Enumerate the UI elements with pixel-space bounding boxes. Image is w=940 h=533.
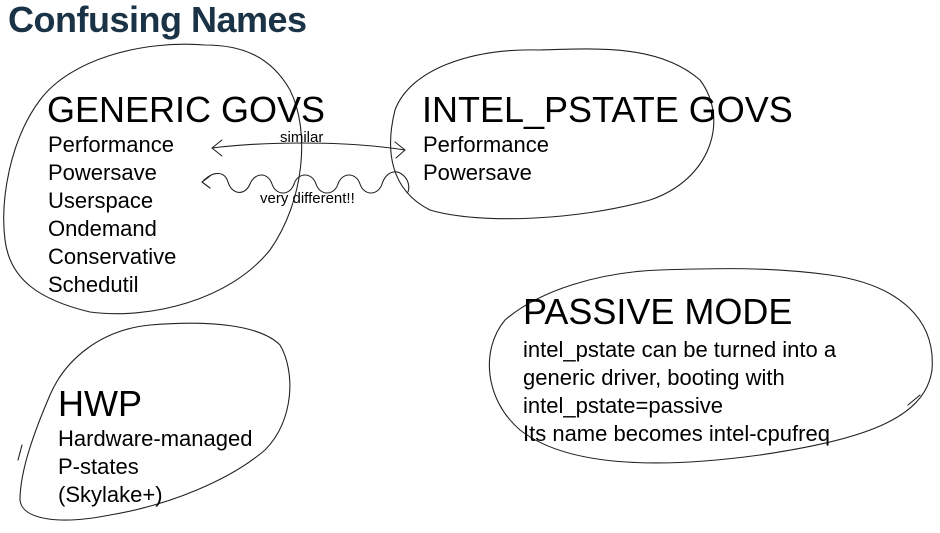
intel-govs-list: Performance Powersave bbox=[423, 131, 549, 187]
text-line: P-states bbox=[58, 454, 139, 479]
text-line: intel_pstate can be turned into a bbox=[523, 337, 837, 362]
text-line: intel_pstate=passive bbox=[523, 393, 723, 418]
list-item: Powersave bbox=[48, 160, 157, 185]
different-wavy-line bbox=[203, 171, 410, 194]
generic-govs-heading: GENERIC GOVS bbox=[47, 89, 326, 130]
hwp-loop bbox=[17, 322, 291, 521]
text-line: (Skylake+) bbox=[58, 482, 163, 507]
list-item: Performance bbox=[423, 132, 549, 157]
generic-govs-list: Performance Powersave Userspace Ondemand… bbox=[48, 131, 176, 299]
list-item: Userspace bbox=[48, 188, 154, 213]
text-line: Hardware-managed bbox=[58, 426, 253, 451]
hwp-text: Hardware-managed P-states (Skylake+) bbox=[58, 425, 252, 509]
passive-mode-loop bbox=[488, 268, 933, 464]
hwp-heading: HWP bbox=[58, 383, 142, 424]
intel-govs-heading: INTEL_PSTATE GOVS bbox=[422, 89, 793, 130]
generic-govs-loop bbox=[3, 43, 303, 315]
text-line: Its name becomes intel-cpufreq bbox=[523, 421, 830, 446]
passive-mode-heading: PASSIVE MODE bbox=[523, 291, 793, 332]
similar-label: similar bbox=[280, 129, 324, 146]
list-item: Ondemand bbox=[48, 216, 157, 241]
different-label: very different!! bbox=[260, 190, 355, 207]
passive-mode-text: intel_pstate can be turned into a generi… bbox=[523, 336, 836, 448]
list-item: Performance bbox=[48, 132, 174, 157]
list-item: Powersave bbox=[423, 160, 532, 185]
text-line: generic driver, booting with bbox=[523, 365, 785, 390]
intel-govs-loop bbox=[390, 48, 715, 220]
list-item: Schedutil bbox=[48, 272, 139, 297]
similar-arrow bbox=[211, 142, 406, 151]
list-item: Conservative bbox=[48, 244, 177, 269]
page-title: Confusing Names bbox=[8, 0, 307, 40]
